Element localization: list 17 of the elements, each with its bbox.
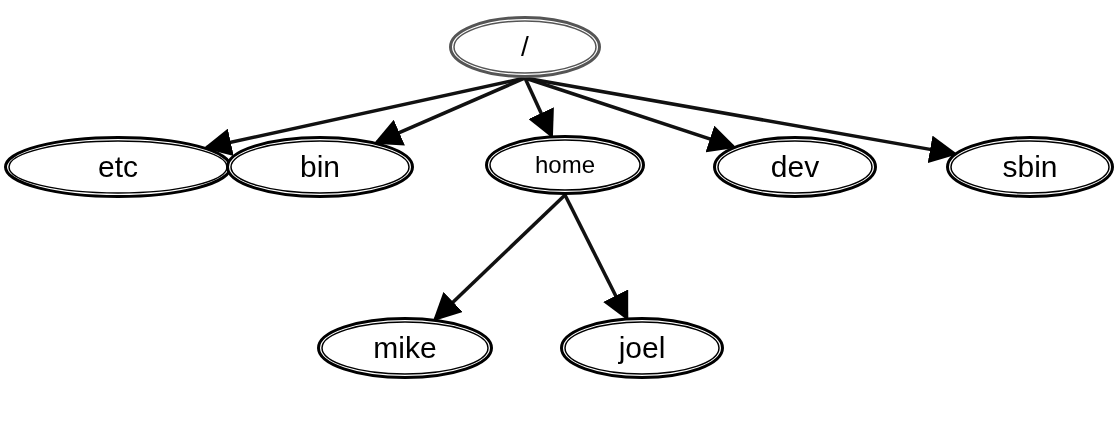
arrow: [432, 193, 567, 322]
node-label: etc: [98, 152, 138, 182]
ellipse-node: [713, 136, 877, 198]
ellipse-node: [946, 136, 1114, 198]
node-label: dev: [770, 152, 820, 182]
node-label: mike: [373, 333, 437, 363]
ellipse-node: [4, 136, 232, 198]
ellipse-node: [226, 136, 414, 198]
node-label: bin: [299, 152, 340, 182]
ellipse-node: [317, 317, 493, 379]
node-label: sbin: [1002, 152, 1058, 182]
node-label: joel: [618, 333, 666, 363]
ellipse-node: [485, 135, 645, 195]
ellipse-node: [560, 317, 724, 379]
ellipse-node: [449, 16, 601, 78]
node-label: home: [534, 153, 595, 177]
node-label: /: [521, 33, 529, 61]
